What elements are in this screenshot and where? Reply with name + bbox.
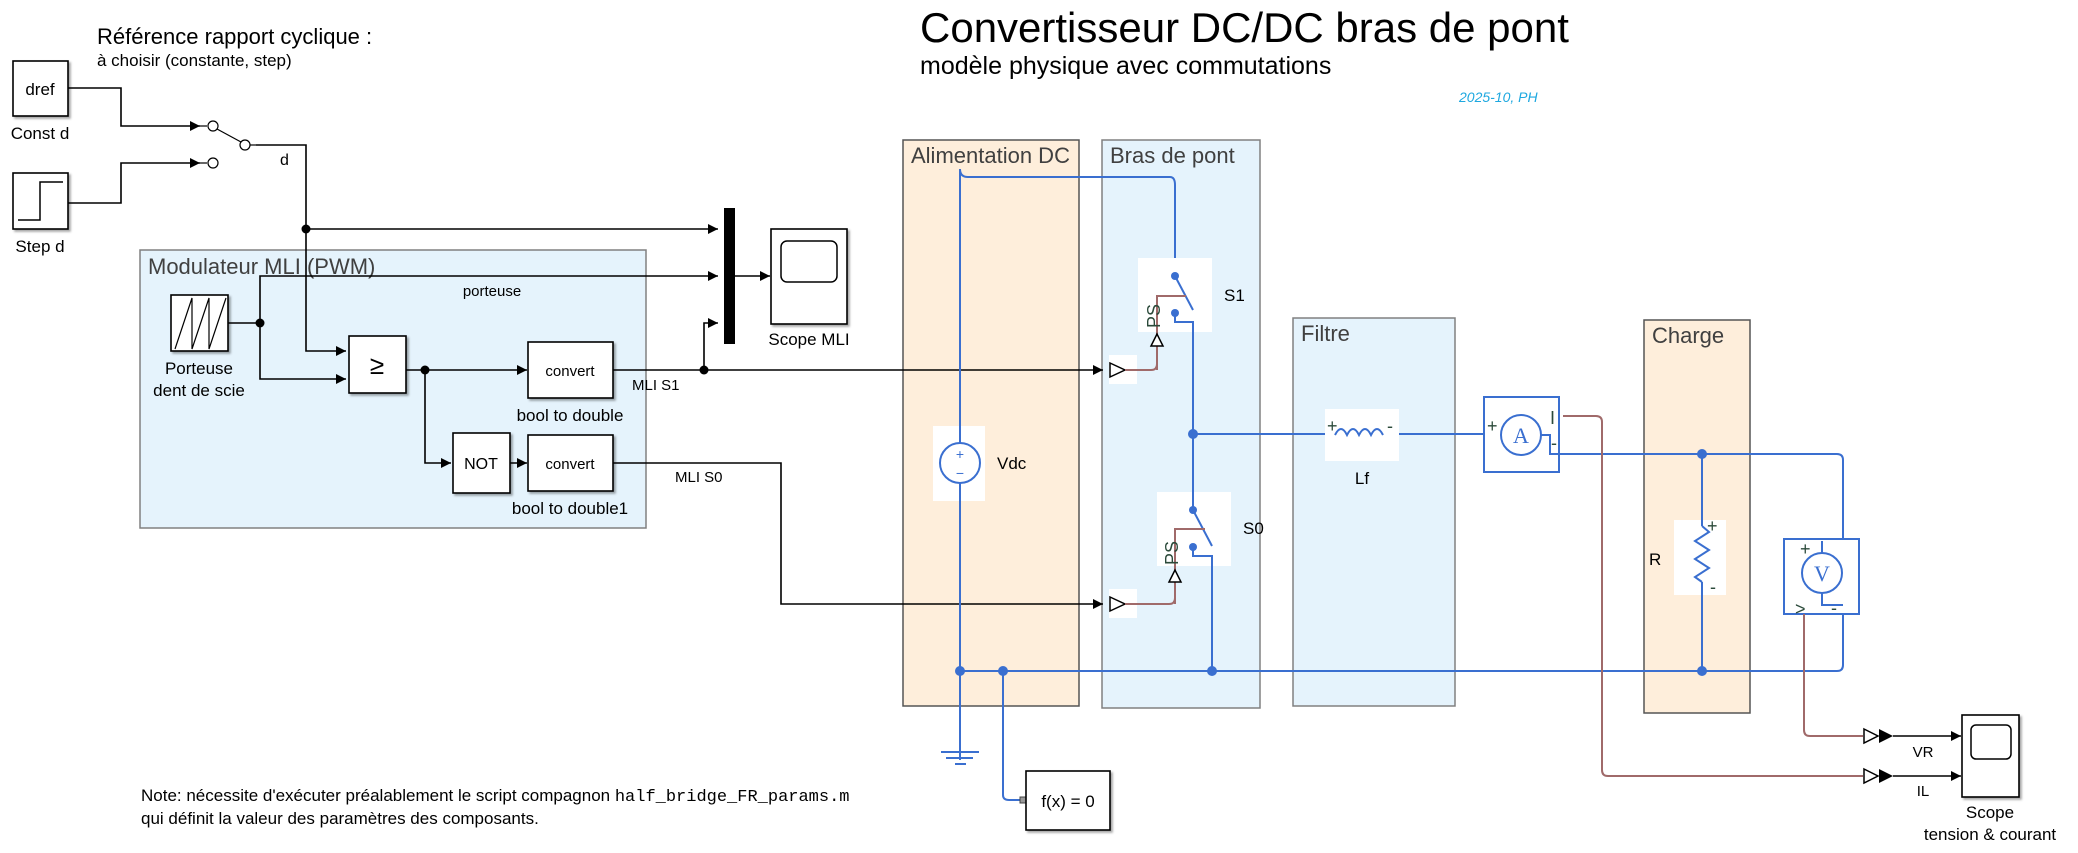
r-background [1674,520,1726,595]
il-converter[interactable] [1863,767,1880,785]
svg-text:V: V [1814,561,1830,586]
note-script-name: half_bridge_FR_params.m [615,788,850,807]
const-d-label: Const d [11,124,70,143]
vr-converter[interactable] [1863,727,1880,745]
signal-mli-s0[interactable] [613,462,1103,609]
area-filtre-title: Filtre [1301,321,1350,346]
svg-text:+: + [956,446,964,462]
area-charge[interactable]: Charge [1643,319,1751,714]
reference-subheading: à choisir (constante, step) [97,51,292,70]
area-bras-de-pont[interactable]: Bras de pont [1101,139,1261,709]
inductor-lf[interactable]: + - Lf [1327,416,1393,488]
scope-vi-block[interactable]: Scope tension & courant [1924,714,2057,844]
svg-text:+: + [1800,539,1811,559]
svg-text:-: - [1387,416,1393,436]
voltage-sensor[interactable]: V + - > [1783,538,1860,619]
note-line-1: Note: nécessite d'exécuter préalablement… [141,786,849,807]
const-d-block[interactable]: dref Const d [11,60,70,143]
solver-config-block[interactable]: f(x) = 0 [1019,770,1111,831]
svg-text:-: - [1710,577,1716,597]
convert2-label: bool to double1 [512,499,628,518]
scope-vi-label-2: tension & courant [1924,825,2057,844]
s1-ps-label: PS [1144,304,1164,328]
signal-vr-ps[interactable] [1803,614,1863,737]
signal-label-vr: VR [1913,744,1934,761]
page-subtitle: modèle physique avec commutations [920,52,1331,80]
lf-label: Lf [1355,469,1369,488]
sawtooth-label-2: dent de scie [153,381,245,400]
convert2-text: convert [545,456,595,473]
s1-signal-converter[interactable] [1109,361,1127,379]
r-label: R [1649,550,1661,569]
credit-text: 2025-10, PH [1458,89,1538,105]
svg-text:A: A [1513,423,1529,448]
signal-label-mli-s0: MLI S0 [675,469,723,486]
switch-s0[interactable]: PS S0 [1162,434,1264,671]
vdc-source[interactable]: + − Vdc [939,442,1027,484]
vdc-label: Vdc [997,454,1027,473]
area-charge-title: Charge [1652,323,1724,348]
note-line-2: qui définit la valeur des paramètres des… [141,809,539,828]
svg-text:+: + [1487,416,1498,436]
sawtooth-icon [174,297,227,350]
not-block[interactable]: NOT [452,432,511,494]
signal-label-porteuse: porteuse [463,283,521,300]
sawtooth-label-1: Porteuse [165,359,233,378]
s1-label: S1 [1224,286,1245,305]
convert1-text: convert [545,363,595,380]
signal-label-il: IL [1917,783,1930,800]
svg-text:−: − [956,465,964,481]
not-text: NOT [464,456,498,473]
step-d-block[interactable]: Step d [12,172,69,256]
compare-symbol: ≥ [370,350,384,380]
convert-block-2[interactable]: convert bool to double1 [512,434,628,518]
svg-text:I: I [1550,408,1555,428]
mux-block[interactable] [724,208,735,344]
ground-icon[interactable] [941,751,979,765]
resistor-r[interactable]: + - R [1649,454,1718,671]
area-alimentation[interactable]: Alimentation DC [902,139,1080,707]
scope-screen-icon [1970,724,2012,760]
area-alimentation-title: Alimentation DC [911,143,1070,168]
s0-ps-label: PS [1162,541,1182,565]
reference-heading: Référence rapport cyclique : [97,24,372,49]
sawtooth-block[interactable]: Porteuse dent de scie [153,294,245,400]
scope-vi-label-1: Scope [1966,803,2014,822]
area-filtre[interactable]: Filtre [1292,317,1456,707]
signal-il-ps[interactable] [1563,415,1863,777]
switch-s1[interactable]: PS S1 [1144,272,1245,434]
convert1-label: bool to double [517,406,624,425]
convert-block-1[interactable]: convert bool to double [517,341,624,425]
solver-text: f(x) = 0 [1041,792,1094,811]
scope-screen-icon [780,240,838,283]
switch-lever[interactable] [216,128,242,143]
step-icon [18,181,63,221]
svg-text:+: + [1707,516,1718,536]
page-title: Convertisseur DC/DC bras de pont [920,4,1569,51]
lf-background [1325,409,1399,461]
area-modulateur-title: Modulateur MLI (PWM) [148,254,375,279]
signal-label-d: d [280,152,289,169]
scope-mli-block[interactable]: Scope MLI [768,228,850,349]
svg-text:>: > [1795,599,1806,619]
svg-text:-: - [1831,598,1837,618]
step-d-label: Step d [15,237,64,256]
svg-text:+: + [1327,416,1338,436]
svg-text:-: - [1551,433,1557,453]
s0-signal-converter[interactable] [1109,595,1127,613]
inductor-icon [1334,428,1384,438]
s0-label: S0 [1243,519,1264,538]
signal-label-mli-s1: MLI S1 [632,377,680,394]
manual-switch[interactable] [68,87,256,204]
signal-d[interactable] [256,144,307,229]
compare-block[interactable]: ≥ [348,335,407,394]
const-d-value: dref [25,80,55,99]
resistor-icon [1693,525,1711,583]
area-bras-title: Bras de pont [1110,143,1235,168]
scope-mli-label: Scope MLI [768,330,849,349]
